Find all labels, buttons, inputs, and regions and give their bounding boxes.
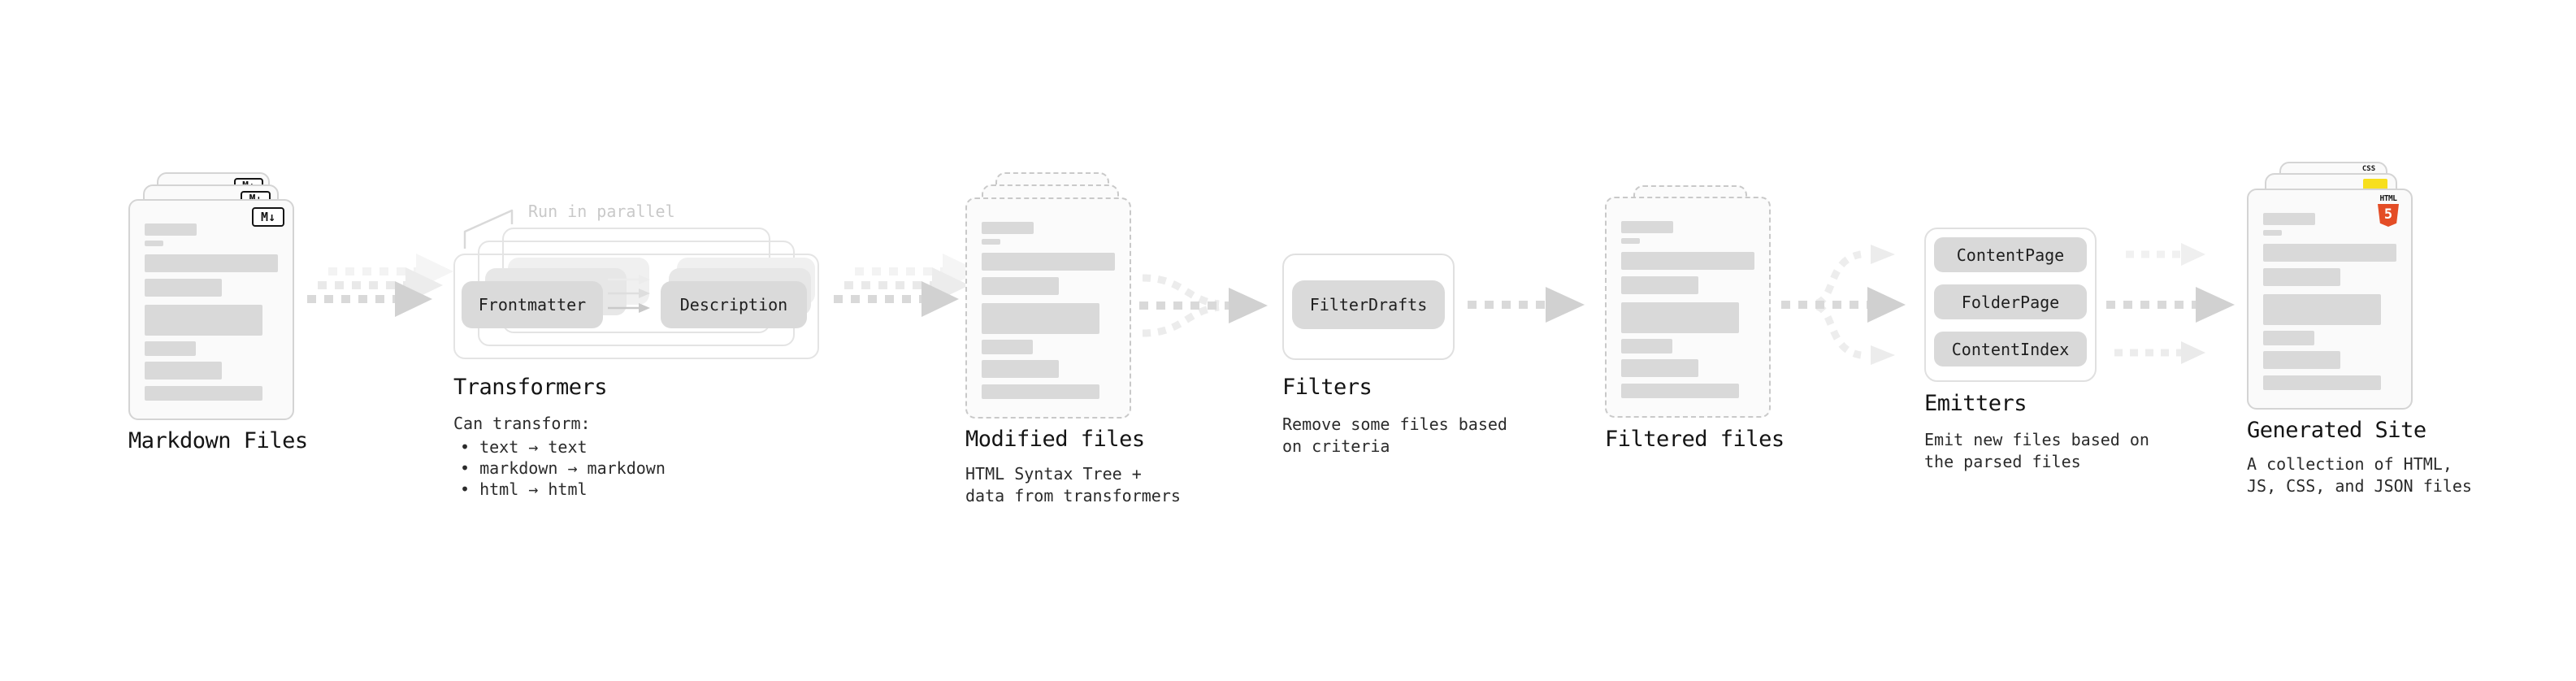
text-line-bar	[2263, 375, 2381, 390]
text-line-bar	[2263, 230, 2282, 236]
transformers-bullet-list: • text → text • markdown → markdown • ht…	[460, 436, 666, 500]
bullet-item: • markdown → markdown	[460, 458, 666, 478]
filters-heading: Filters	[1282, 375, 1373, 400]
arrows-emitters-to-generated	[2106, 243, 2235, 364]
text-line-bar	[2263, 294, 2381, 325]
text-line-bar	[1621, 359, 1698, 377]
transformer-description-pill: Description	[661, 281, 807, 328]
html5-icon: HTML 5	[2375, 195, 2401, 227]
text-line-bar	[1621, 384, 1739, 398]
desc-line: Emit new files based on	[1924, 430, 2149, 449]
emitter-content-page-pill: ContentPage	[1934, 237, 2087, 272]
text-line-bar	[982, 222, 1034, 234]
text-line-bar	[2263, 268, 2340, 286]
emitter-content-index-pill: ContentIndex	[1934, 332, 2087, 367]
text-line-bar	[1621, 252, 1754, 270]
desc-line: HTML Syntax Tree +	[965, 464, 1142, 484]
emitters-desc: Emit new files based on the parsed files	[1924, 429, 2149, 473]
generated-site-desc: A collection of HTML, JS, CSS, and JSON …	[2247, 453, 2472, 497]
text-line-bar	[1621, 339, 1672, 354]
arrow-transformers-to-modified	[834, 254, 980, 317]
transformers-desc-title: Can transform:	[453, 414, 591, 433]
text-line-bar	[982, 384, 1099, 399]
arrow-markdown-to-transformers	[307, 254, 453, 317]
run-in-parallel-label: Run in parallel	[528, 202, 675, 221]
parallel-mini-arrows	[608, 275, 650, 313]
text-line-bar	[2263, 331, 2314, 345]
text-line-bar	[2263, 244, 2396, 262]
markdown-file-card-front: M↓	[128, 199, 294, 420]
arrow-filtered-to-emitters	[1781, 245, 1906, 365]
desc-line: on criteria	[1282, 436, 1390, 456]
text-line-bar	[982, 303, 1099, 334]
text-line-bar	[145, 341, 196, 356]
text-line-bar	[982, 360, 1059, 378]
generated-html-file-card: HTML 5	[2247, 189, 2413, 410]
text-line-bar	[2263, 351, 2340, 369]
arrow-modified-to-filters	[1139, 274, 1268, 337]
text-line-bar	[1621, 302, 1739, 333]
text-line-bar	[145, 223, 197, 236]
modified-file-card-front	[965, 197, 1131, 419]
desc-line: A collection of HTML,	[2247, 454, 2452, 474]
desc-line: the parsed files	[1924, 452, 2081, 471]
filtered-files-heading: Filtered files	[1605, 427, 1785, 452]
modified-files-heading: Modified files	[965, 427, 1145, 452]
arrow-filters-to-filtered	[1468, 287, 1585, 323]
markdown-icon: M↓	[252, 207, 284, 227]
text-line-bar	[982, 340, 1033, 354]
desc-line: Remove some files based	[1282, 414, 1507, 434]
text-line-bar	[982, 239, 1000, 245]
bullet-item: • text → text	[460, 437, 588, 457]
markdown-files-heading: Markdown Files	[128, 428, 308, 453]
filter-drafts-pill: FilterDrafts	[1292, 280, 1445, 329]
text-line-bar	[982, 277, 1059, 295]
modified-files-desc: HTML Syntax Tree + data from transformer…	[965, 463, 1181, 507]
css-badge-label: CSS	[2361, 165, 2376, 173]
text-line-bar	[1621, 221, 1673, 233]
transformers-heading: Transformers	[453, 375, 608, 400]
text-line-bar	[982, 253, 1115, 271]
filtered-file-card-front	[1605, 197, 1771, 418]
desc-line: data from transformers	[965, 486, 1181, 505]
emitter-folder-page-pill: FolderPage	[1934, 284, 2087, 319]
text-line-bar	[1621, 238, 1640, 244]
html5-shield: 5	[2378, 204, 2399, 227]
text-line-bar	[145, 279, 222, 297]
bullet-item: • html → html	[460, 479, 588, 499]
text-line-bar	[145, 362, 222, 380]
desc-line: JS, CSS, and JSON files	[2247, 476, 2472, 496]
generated-site-heading: Generated Site	[2247, 418, 2426, 443]
transformer-box-front	[453, 254, 819, 359]
text-line-bar	[145, 254, 278, 272]
text-line-bar	[145, 305, 262, 336]
transformer-frontmatter-pill: Frontmatter	[462, 281, 603, 328]
emitters-heading: Emitters	[1924, 391, 2027, 416]
text-line-bar	[145, 241, 163, 246]
filters-desc: Remove some files based on criteria	[1282, 414, 1507, 458]
text-line-bar	[2263, 213, 2315, 225]
html5-badge-label: HTML	[2379, 194, 2397, 203]
text-line-bar	[145, 386, 262, 401]
text-line-bar	[1621, 276, 1698, 294]
